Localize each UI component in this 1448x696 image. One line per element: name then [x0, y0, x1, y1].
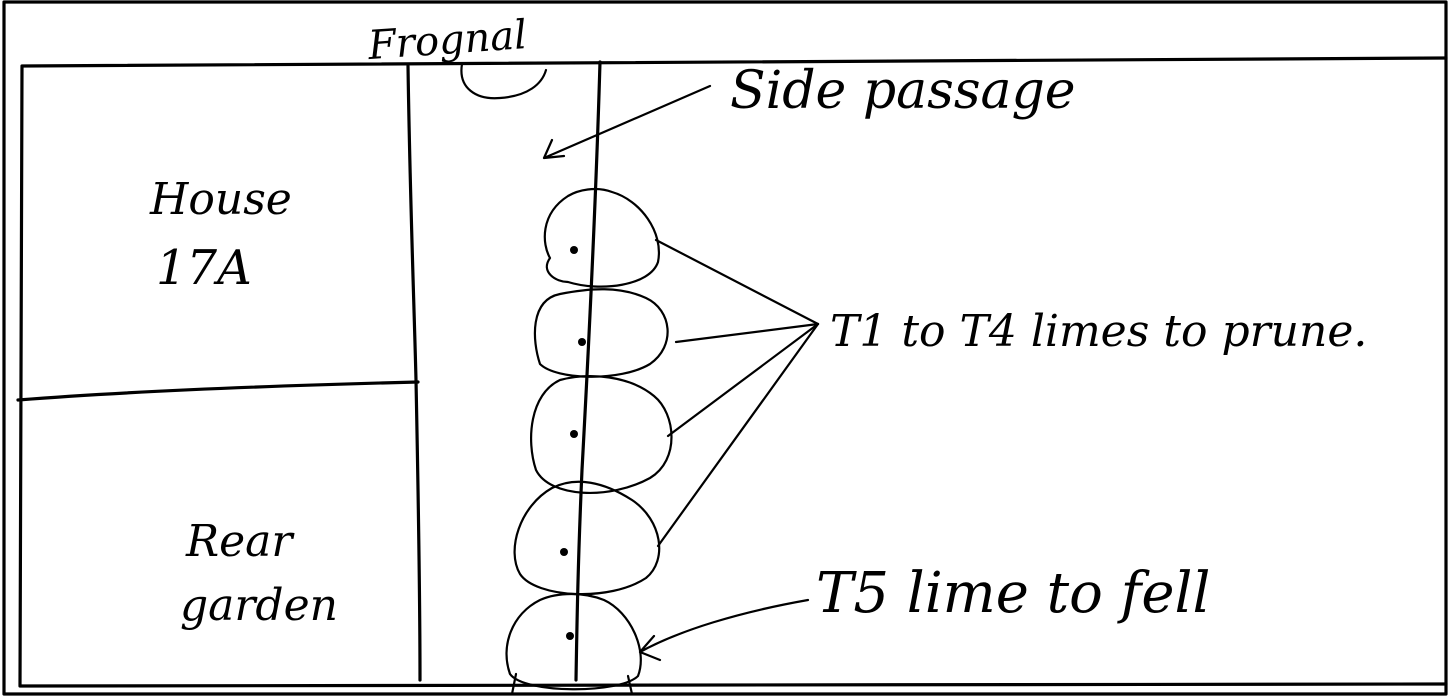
tree-t2	[533, 288, 669, 378]
leader-t1	[654, 238, 820, 326]
tree-t4	[513, 480, 661, 596]
tree-t5-trunk	[566, 632, 574, 640]
leader-t2	[674, 322, 820, 344]
label-tree-fell: T5 lime to fell	[816, 561, 1210, 626]
tree-t4-trunk	[560, 548, 568, 556]
tree-t5	[505, 592, 642, 691]
tree-t2-trunk	[578, 338, 586, 346]
tree-t3-trunk	[570, 430, 578, 438]
label-house-number: 17A	[156, 240, 252, 296]
frognal-curve	[460, 62, 548, 100]
label-trees-prune: T1 to T4 limes to prune.	[830, 306, 1367, 357]
house-garden-divider	[16, 380, 420, 402]
site-frame	[18, 56, 1448, 688]
leader-t3	[666, 322, 820, 438]
label-house: House	[149, 174, 292, 225]
side-passage-arrow	[542, 84, 712, 160]
tree-t5-stem	[510, 672, 634, 696]
label-rear: Rear	[185, 516, 295, 567]
fence-line	[574, 60, 602, 682]
label-road: Frognal	[366, 12, 529, 69]
label-side-passage: Side passage	[730, 61, 1076, 121]
tree-t1-trunk	[570, 246, 578, 254]
tree-t3	[530, 375, 673, 494]
tree-t1	[543, 187, 661, 288]
property-boundary	[406, 64, 422, 682]
leader-t4	[656, 322, 820, 548]
t5-arrow	[638, 598, 810, 662]
label-garden: garden	[180, 580, 338, 631]
